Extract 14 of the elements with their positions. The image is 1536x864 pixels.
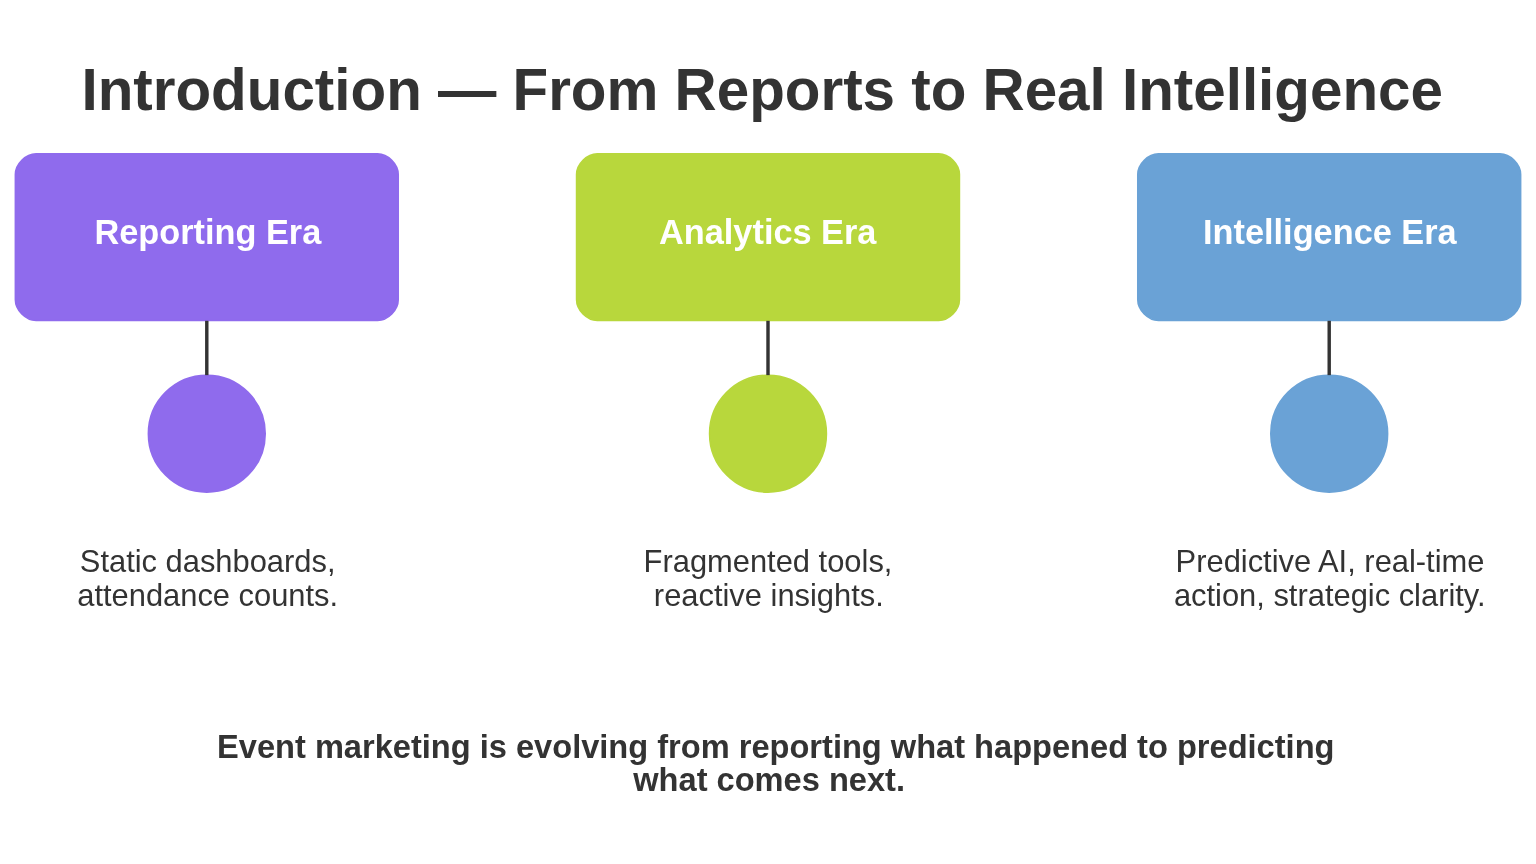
connector bbox=[766, 320, 770, 376]
node-circle bbox=[147, 374, 266, 493]
node-circle bbox=[708, 374, 828, 493]
caption: Event marketing is evolving from reporting what happened to predicting what comes next. bbox=[217, 728, 1335, 799]
diagram-title: Introduction — From Reports to Real Intelligence bbox=[81, 56, 1443, 122]
node-box: Intelligence Era bbox=[1137, 153, 1522, 322]
connector bbox=[1327, 320, 1331, 376]
node-label: Predictive AI, real-time action, strategic clarity. bbox=[1173, 543, 1486, 614]
node-box: Reporting Era bbox=[14, 153, 400, 322]
node-circle bbox=[1270, 374, 1389, 493]
node-label: Fragmented tools, reactive insights. bbox=[643, 543, 893, 614]
node-box: Analytics Era bbox=[575, 153, 961, 322]
connector bbox=[205, 320, 209, 376]
node-label: Static dashboards, attendance counts. bbox=[77, 543, 339, 614]
